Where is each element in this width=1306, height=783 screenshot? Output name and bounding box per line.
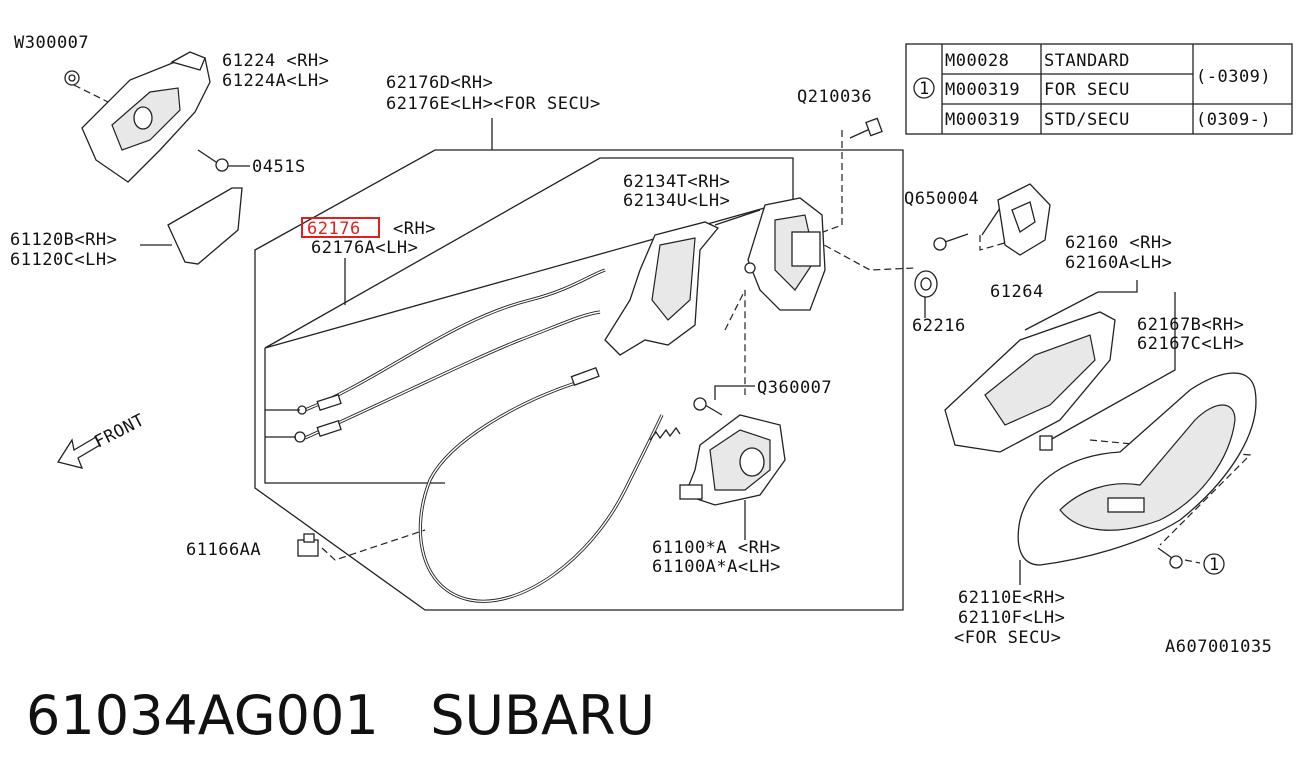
cover-61120 xyxy=(167,187,243,265)
label-q210036: Q210036 xyxy=(797,87,872,107)
label-62216: 62216 xyxy=(912,316,966,336)
leader-w300007 xyxy=(73,84,121,109)
label-61100: 61100*A <RH> xyxy=(652,538,781,558)
applicability-table: 1 M00028 STANDARD M000319 FOR SECU M0003… xyxy=(905,43,1293,135)
label-62134u: 62134U<LH> xyxy=(623,191,730,211)
label-62176a: 62176A<LH> xyxy=(311,238,418,258)
washer-w300007 xyxy=(64,70,80,86)
label-62110e: 62110E<RH> xyxy=(958,588,1065,608)
footer-caption: 61034AG001 SUBARU xyxy=(26,684,655,747)
label-q650004: Q650004 xyxy=(904,189,979,209)
screw-q650004 xyxy=(933,233,969,251)
label-62110-secu: <FOR SECU> xyxy=(954,628,1061,648)
label-61120b: 61120B<RH> xyxy=(10,230,117,250)
label-62176e: 62176E<LH><FOR SECU> xyxy=(386,94,601,114)
part-number: 61034AG001 xyxy=(26,684,379,747)
label-62110f: 62110F<LH> xyxy=(958,608,1065,628)
drawing-code: A607001035 xyxy=(1165,637,1272,657)
cable-assembly-outline xyxy=(264,157,794,349)
table-range-2: (0309-) xyxy=(1196,110,1271,130)
bolt-ref1 xyxy=(1157,547,1183,569)
clip-61166aa xyxy=(297,533,319,557)
label-61100a: 61100A*A<LH> xyxy=(652,557,781,577)
leader-q360007 xyxy=(714,385,755,400)
cable-bracket-line xyxy=(264,348,445,484)
label-61224: 61224 <RH> xyxy=(222,51,329,71)
table-row-3-desc: STD/SECU xyxy=(1044,110,1130,130)
label-62167c: 62167C<LH> xyxy=(1137,334,1244,354)
label-61120c: 61120C<LH> xyxy=(10,250,117,270)
highlight-box-62176 xyxy=(301,217,380,238)
leader-62134 xyxy=(714,209,761,226)
leader-61264-dash xyxy=(979,235,1016,251)
leader-ref1 xyxy=(1184,559,1201,564)
label-62160a: 62160A<LH> xyxy=(1065,253,1172,273)
table-row-1-desc: STANDARD xyxy=(1044,51,1130,71)
front-arrow-icon xyxy=(56,436,101,469)
screw-q360007 xyxy=(693,397,723,416)
table-marker: 1 xyxy=(919,79,930,99)
screw-0451s xyxy=(197,149,229,172)
rod-dash xyxy=(724,289,746,395)
leader-61166aa xyxy=(321,529,426,561)
actuator-61100 xyxy=(679,414,786,506)
striker-61264 xyxy=(997,183,1051,256)
label-w300007: W300007 xyxy=(14,33,89,53)
label-62176-rh: <RH> xyxy=(393,219,436,239)
label-62160: 62160 <RH> xyxy=(1065,233,1172,253)
label-q360007: Q360007 xyxy=(757,378,832,398)
front-label: FRONT xyxy=(91,410,148,452)
label-62176: 62176 xyxy=(307,219,361,239)
leader-62160 xyxy=(1024,280,1138,331)
label-62167b: 62167B<RH> xyxy=(1137,315,1244,335)
assembly-outline xyxy=(254,149,904,611)
label-61166aa: 61166AA xyxy=(186,540,261,560)
leader-62216-dash xyxy=(814,239,916,271)
screw-q210036 xyxy=(849,117,883,139)
leader-62167 xyxy=(1049,292,1176,441)
table-row-2-desc: FOR SECU xyxy=(1044,80,1130,100)
handle-dash-link xyxy=(1089,439,1252,546)
ref-marker-1 xyxy=(1203,553,1225,575)
inner-handle-61224 xyxy=(81,51,211,183)
label-62134t: 62134T<RH> xyxy=(623,172,730,192)
cable-set xyxy=(265,268,681,603)
leader-q210036 xyxy=(814,130,843,236)
label-61264: 61264 xyxy=(990,282,1044,302)
label-0451s: 0451S xyxy=(252,157,306,177)
table-row-1-code: M00028 xyxy=(945,51,1009,71)
outer-handle-base-62160 xyxy=(944,311,1116,453)
label-62176d: 62176D<RH> xyxy=(386,73,493,93)
brand-name: SUBARU xyxy=(430,684,656,747)
grommet-62216 xyxy=(914,270,938,298)
leader-q650004 xyxy=(981,204,1003,236)
latch-62134 xyxy=(604,197,826,356)
outer-handle-62110 xyxy=(1017,372,1257,566)
table-row-3-code: M000319 xyxy=(945,110,1020,130)
label-61224a: 61224A<LH> xyxy=(222,71,329,91)
table-range-1: (-0309) xyxy=(1196,67,1271,87)
table-row-2-code: M000319 xyxy=(945,80,1020,100)
label-ref1: 1 xyxy=(1209,555,1220,575)
